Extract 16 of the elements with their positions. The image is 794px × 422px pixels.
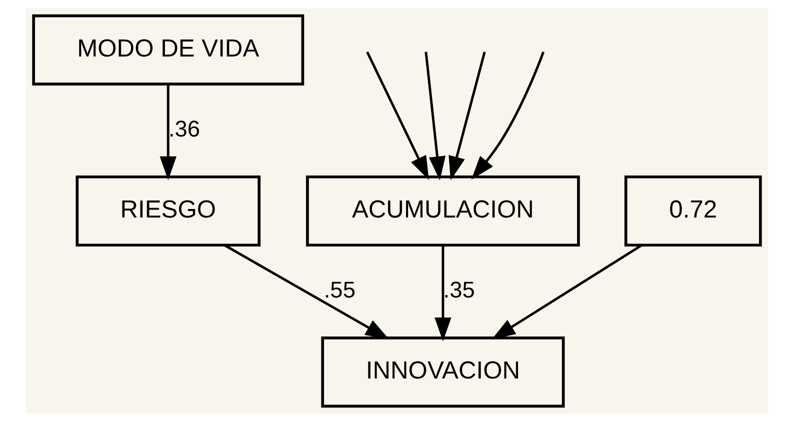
arrow <box>448 52 486 180</box>
edge-label: .36 <box>168 115 200 142</box>
arrow <box>160 84 177 180</box>
arrow <box>434 246 452 342</box>
arrow <box>424 52 446 180</box>
node-box: 0.72 <box>624 175 762 247</box>
arrow <box>471 52 545 180</box>
arrow <box>366 51 429 180</box>
node-box: ACUMULACION <box>306 175 580 247</box>
edge-label: .35 <box>443 276 475 302</box>
arrow <box>492 244 642 340</box>
node-box: INNOVACION <box>321 336 565 408</box>
node-box: MODO DE VIDA <box>32 14 304 86</box>
arrow <box>224 244 390 340</box>
edge-label: .55 <box>324 276 356 302</box>
node-box: RIESGO <box>76 175 261 247</box>
